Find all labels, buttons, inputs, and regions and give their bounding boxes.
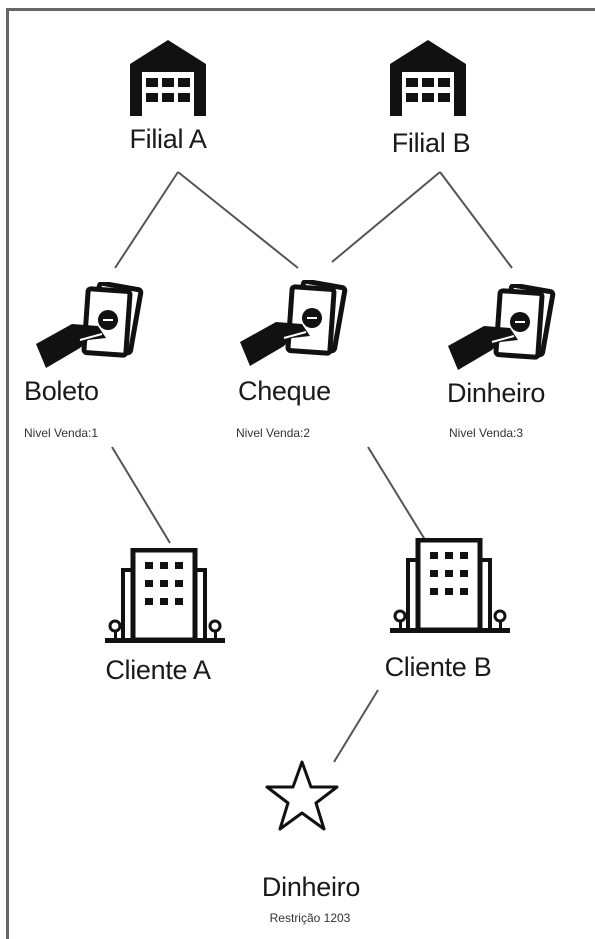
office-building-icon (390, 538, 510, 633)
node-label: Dinheiro (261, 872, 361, 902)
node-sublabel: Nivel Venda:2 (236, 426, 311, 440)
frame-border-left (6, 8, 9, 939)
hand-money-icon (448, 284, 556, 370)
hand-money-icon (240, 280, 348, 366)
edge-filial-b-dinheiro (439, 171, 513, 269)
star-outline-icon (265, 760, 339, 831)
office-building-icon (105, 548, 225, 643)
frame-border-top (6, 8, 595, 11)
node-label: Boleto (24, 376, 99, 406)
node-label: Cliente B (384, 652, 492, 682)
edge-filial-a-boleto (114, 171, 179, 269)
node-label: Filial A (129, 124, 207, 154)
edge-filial-b-cheque (331, 171, 441, 263)
edge-filial-a-cheque (177, 171, 299, 269)
warehouse-icon (130, 40, 206, 116)
warehouse-icon (390, 40, 466, 116)
edge-cliente-b-restricao (333, 689, 379, 763)
node-label: Dinheiro (447, 378, 546, 408)
edge-cheque-cliente-b (367, 446, 428, 544)
node-label: Cheque (238, 376, 331, 406)
hand-money-icon (36, 282, 144, 368)
node-sublabel: Nivel Venda:1 (24, 426, 99, 440)
node-label: Filial B (391, 128, 471, 158)
node-sublabel: Restrição 1203 (269, 911, 351, 925)
node-sublabel: Nivel Venda:3 (449, 426, 524, 440)
node-label: Cliente A (105, 655, 211, 685)
edge-boleto-cliente-a (111, 446, 171, 544)
